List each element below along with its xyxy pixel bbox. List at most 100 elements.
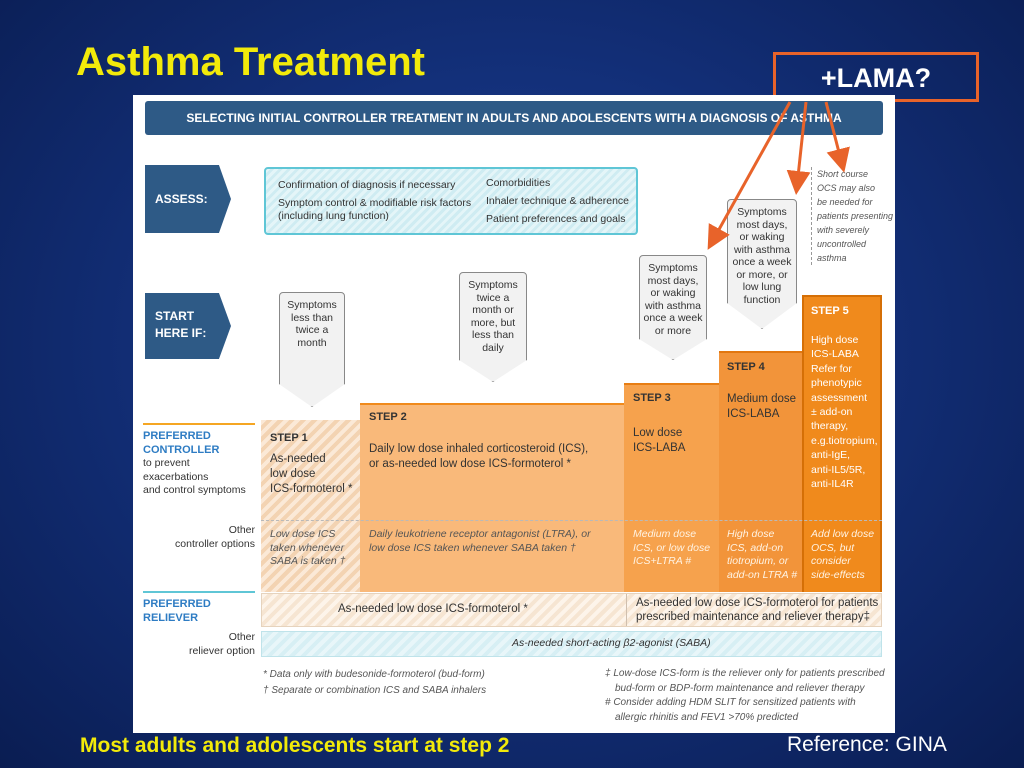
- ocs-note-line: with severely: [817, 225, 870, 235]
- other-line: Daily leukotriene receptor antagonist (L…: [369, 528, 591, 540]
- callout-line: or waking: [650, 287, 696, 299]
- footnotes-right: ‡ Low-dose ICS-form is the reliever only…: [605, 667, 885, 725]
- other-line: SABA is taken †: [270, 555, 346, 567]
- row-label-line: controller options: [175, 537, 255, 550]
- step-text-line: ICS-LABA: [811, 348, 859, 361]
- ocs-note-line: asthma: [817, 253, 847, 263]
- callout-line: with asthma: [644, 299, 702, 312]
- other-line: taken whenever: [270, 541, 345, 554]
- start-here-chevron: START HERE IF:: [145, 293, 231, 359]
- footnote-line: ‡ Low-dose ICS-form is the reliever only…: [605, 668, 885, 679]
- callout-line: once a week: [732, 256, 792, 268]
- step-text-line: Low dose: [633, 427, 683, 439]
- row-label-line: CONTROLLER: [143, 444, 220, 456]
- step-text-line: ± add-on: [811, 406, 853, 419]
- step-text-line: assessment: [811, 391, 868, 404]
- row-label-line: PREFERRED: [143, 430, 211, 442]
- other-line: ICS, add-on: [727, 541, 784, 554]
- controller-rule: [143, 423, 255, 425]
- other-reliever-text: As-needed short-acting β2-agonist (SABA): [512, 637, 711, 649]
- other-reliever-row: As-needed short-acting β2-agonist (SABA): [261, 631, 882, 657]
- footnote-line: allergic rhinitis and FEV1 >70% predicte…: [615, 711, 799, 723]
- other-line: ICS+LTRA #: [633, 555, 692, 567]
- step2-block: [360, 403, 624, 592]
- step1-label: STEP 1: [270, 432, 308, 444]
- row-label-other-controller: Other controller options: [143, 524, 255, 551]
- reliever-rule: [143, 591, 255, 593]
- arrow-to-step4: [786, 101, 811, 195]
- assess-left-line-3: (including lung function): [278, 210, 389, 222]
- callout-line: Symptoms: [468, 279, 518, 291]
- other-line: tiotropium, or: [727, 555, 789, 567]
- step4-label: STEP 4: [727, 361, 765, 373]
- assess-right-line-1: Comorbidities: [486, 177, 551, 189]
- step-text-line: ICS-LABA: [727, 408, 780, 420]
- step-text-line: ICS-LABA: [633, 442, 686, 454]
- controller-divider: [261, 520, 882, 521]
- row-label-line: to prevent exacerbations: [143, 457, 209, 483]
- step-text-line: e.g.tiotropium,: [811, 434, 878, 447]
- callout-line: most days,: [647, 274, 699, 287]
- step-text-line: low dose: [270, 468, 316, 480]
- callout-line: Symptoms: [287, 299, 337, 311]
- other-line: ICS, or low dose: [633, 541, 711, 554]
- step-text-line: or as-needed low dose ICS-formoterol *: [369, 458, 571, 470]
- assess-right-line-3: Patient preferences and goals: [486, 213, 626, 225]
- footnote-line: † Separate or combination ICS and SABA i…: [263, 685, 487, 696]
- reliever-right-text: As-needed low dose ICS-formoterol for pa…: [636, 596, 878, 624]
- other-line: Medium dose: [633, 528, 697, 540]
- row-label-line: and control symptoms: [143, 484, 246, 496]
- row-label-line: RELIEVER: [143, 612, 199, 624]
- step-text-line: As-needed: [270, 453, 326, 465]
- footer-reference: Reference: GINA: [787, 733, 947, 756]
- step2-other: Daily leukotriene receptor antagonist (L…: [369, 528, 591, 555]
- callout-line: function: [743, 293, 781, 306]
- callout-line: month: [297, 336, 327, 349]
- step5-block: [802, 295, 882, 592]
- other-line: Low dose ICS: [270, 528, 336, 540]
- step-text-line: ICS-formoterol *: [270, 483, 353, 495]
- step2-text: Daily low dose inhaled corticosteroid (I…: [369, 442, 588, 472]
- assess-box: Confirmation of diagnosis if necessary S…: [264, 167, 638, 235]
- callout-line: daily: [482, 341, 504, 354]
- assess-chevron: ASSESS:: [145, 165, 231, 233]
- callout-line: month or: [472, 304, 514, 316]
- step-text-line: Refer for: [811, 362, 852, 375]
- reliever-divider: [626, 594, 627, 626]
- callout-line: less than: [471, 329, 515, 341]
- callout-line: Symptoms: [737, 206, 787, 218]
- step3-text: Low dose ICS-LABA: [633, 426, 685, 456]
- reliever-row: As-needed low dose ICS-formoterol * As-n…: [261, 593, 882, 627]
- callout-line: most days,: [736, 218, 788, 231]
- callout-line: twice a: [476, 291, 510, 304]
- callout-line: more, but: [470, 316, 516, 329]
- gina-treatment-figure: SELECTING INITIAL CONTROLLER TREATMENT I…: [133, 95, 895, 733]
- other-line: High dose: [727, 528, 775, 540]
- step-text-line: Medium dose: [727, 393, 797, 405]
- assess-left-line-1: Confirmation of diagnosis if necessary: [278, 179, 456, 191]
- callout-line: Symptoms: [648, 262, 698, 274]
- step3-block: [624, 383, 719, 592]
- other-line: OCS, but: [811, 541, 855, 554]
- assess-right-line-2: Inhaler technique & adherence: [486, 195, 630, 207]
- step5-other: Add low dose OCS, but consider side-effe…: [811, 528, 874, 582]
- step5-text: High dose ICS-LABA Refer for phenotypic …: [811, 333, 878, 491]
- step4-block: [719, 351, 802, 592]
- row-label-preferred-reliever: PREFERRED RELIEVER: [143, 597, 255, 625]
- start-label-line-2: HERE IF:: [155, 326, 207, 340]
- step-text-line: anti-IgE,: [811, 449, 851, 462]
- ocs-note-line: be needed for: [817, 197, 873, 207]
- ocs-note-line: Short course: [817, 169, 869, 179]
- reliever-left-text: As-needed low dose ICS-formoterol *: [338, 603, 528, 615]
- arrow-to-step3: [707, 101, 792, 250]
- step-text-line: Daily low dose inhaled corticosteroid (I…: [369, 443, 589, 455]
- step-text-line: anti-IL5/5R,: [811, 463, 866, 476]
- callout-step1: Symptoms less than twice a month: [279, 292, 345, 407]
- footnotes-left: * Data only with budesonide-formoterol (…: [263, 667, 486, 699]
- row-label-line: reliever option: [189, 644, 255, 657]
- row-label-preferred-controller: PREFERRED CONTROLLER to prevent exacerba…: [143, 429, 255, 498]
- step3-label: STEP 3: [633, 392, 671, 404]
- callout-line: less than: [290, 311, 334, 324]
- callout-step4: Symptoms most days, or waking with asthm…: [727, 199, 797, 329]
